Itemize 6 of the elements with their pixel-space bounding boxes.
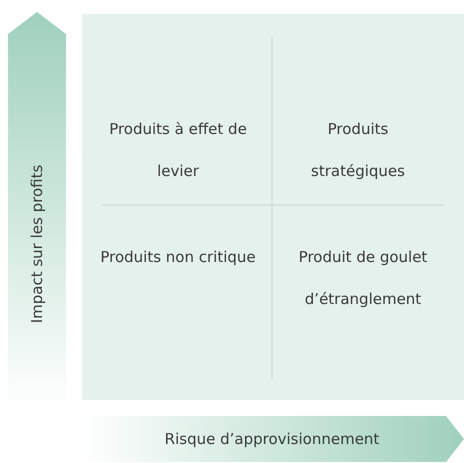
axis-label: Impact sur les profits	[28, 164, 46, 324]
quadrant-label: Produits non critique	[99, 247, 257, 268]
quadrant-label: Produit de goulet d’étranglement	[298, 247, 428, 310]
quadrant-label: Produits à effet de levier	[108, 119, 248, 182]
axis-label: Risque d’approvisionnement	[164, 430, 380, 448]
quadrant-label: Produits stratégiques	[310, 119, 406, 182]
